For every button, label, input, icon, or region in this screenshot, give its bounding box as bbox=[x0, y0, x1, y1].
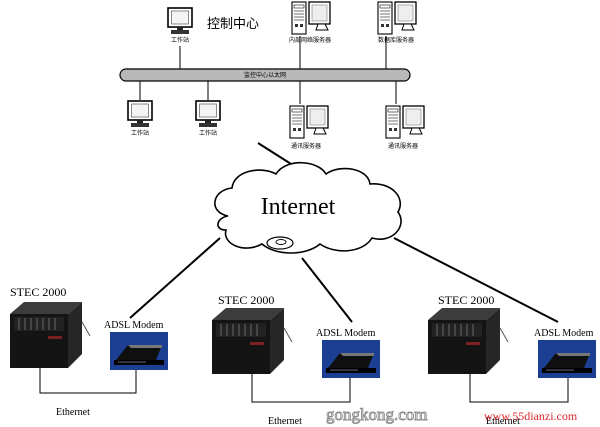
link-site-3 bbox=[393, 237, 559, 323]
database-server-label: 数据库服务器 bbox=[378, 36, 414, 44]
remote-site-3: STEC 2000 ADSL Modem Ethernet bbox=[427, 293, 597, 427]
workstation-top-label: 工作站 bbox=[171, 36, 189, 44]
comm-server-icon bbox=[289, 105, 329, 139]
adsl-modem-label: ADSL Modem bbox=[534, 328, 594, 339]
remote-site-2: STEC 2000 ADSL Modem Ethernet bbox=[211, 293, 381, 427]
stec-2000-device-icon bbox=[9, 301, 91, 369]
stec-2000-label: STEC 2000 bbox=[438, 293, 494, 307]
adsl-modem-label: ADSL Modem bbox=[316, 328, 376, 339]
ethernet-bus-label: 监控中心以太网 bbox=[244, 71, 286, 79]
intranet-server-label: 内部网络服务器 bbox=[289, 36, 331, 44]
cloud-puff bbox=[266, 236, 294, 250]
ethernet-label: Ethernet bbox=[56, 407, 90, 418]
stec-2000-device-icon bbox=[427, 307, 509, 375]
remote-site-1: STEC 2000 ADSL Modem Ethernet bbox=[9, 285, 169, 418]
adsl-modem-icon bbox=[537, 339, 597, 379]
adsl-modem-icon bbox=[109, 331, 169, 371]
ethernet-cable bbox=[39, 368, 137, 394]
server-icon bbox=[385, 105, 425, 139]
control-center-title: 控制中心 bbox=[207, 17, 259, 32]
workstation-left-label: 工作站 bbox=[131, 129, 149, 137]
workstation-top-icon bbox=[167, 7, 193, 35]
stec-2000-device-icon bbox=[211, 307, 293, 375]
workstation-right-label: 工作站 bbox=[199, 129, 217, 137]
adsl-modem-label: ADSL Modem bbox=[104, 320, 164, 331]
cloud-shape bbox=[214, 162, 402, 254]
adsl-modem-icon bbox=[321, 339, 381, 379]
watermark-55dianzi: www.55dianzi.com bbox=[484, 409, 578, 423]
stec-2000-label: STEC 2000 bbox=[218, 293, 274, 307]
internet-label: Internet bbox=[261, 194, 336, 220]
link-site-2 bbox=[301, 257, 353, 323]
intranet-server-icon bbox=[291, 1, 331, 35]
database-server-icon bbox=[377, 1, 417, 35]
server-label: 通讯服务器 bbox=[388, 142, 418, 150]
control-center: 工作站 控制中心 内部网络服务器 数据库服务器 监控中心以太网 工作站 工作站 … bbox=[119, 1, 425, 150]
ethernet-cable bbox=[251, 374, 351, 403]
comm-server-label: 通讯服务器 bbox=[291, 142, 321, 150]
internet-cloud: Internet bbox=[214, 162, 402, 254]
ethernet-cable bbox=[469, 374, 569, 403]
ethernet-label: Ethernet bbox=[268, 416, 302, 427]
link-site-1 bbox=[129, 237, 221, 319]
cloud-puff-inner bbox=[275, 239, 287, 245]
stec-2000-label: STEC 2000 bbox=[10, 285, 66, 299]
ethernet-label: Ethernet bbox=[486, 416, 520, 427]
workstation-right-icon bbox=[195, 100, 221, 128]
ethernet-bus bbox=[119, 68, 411, 82]
watermark-gongkong: gongkong.com bbox=[326, 405, 428, 424]
workstation-left-icon bbox=[127, 100, 153, 128]
